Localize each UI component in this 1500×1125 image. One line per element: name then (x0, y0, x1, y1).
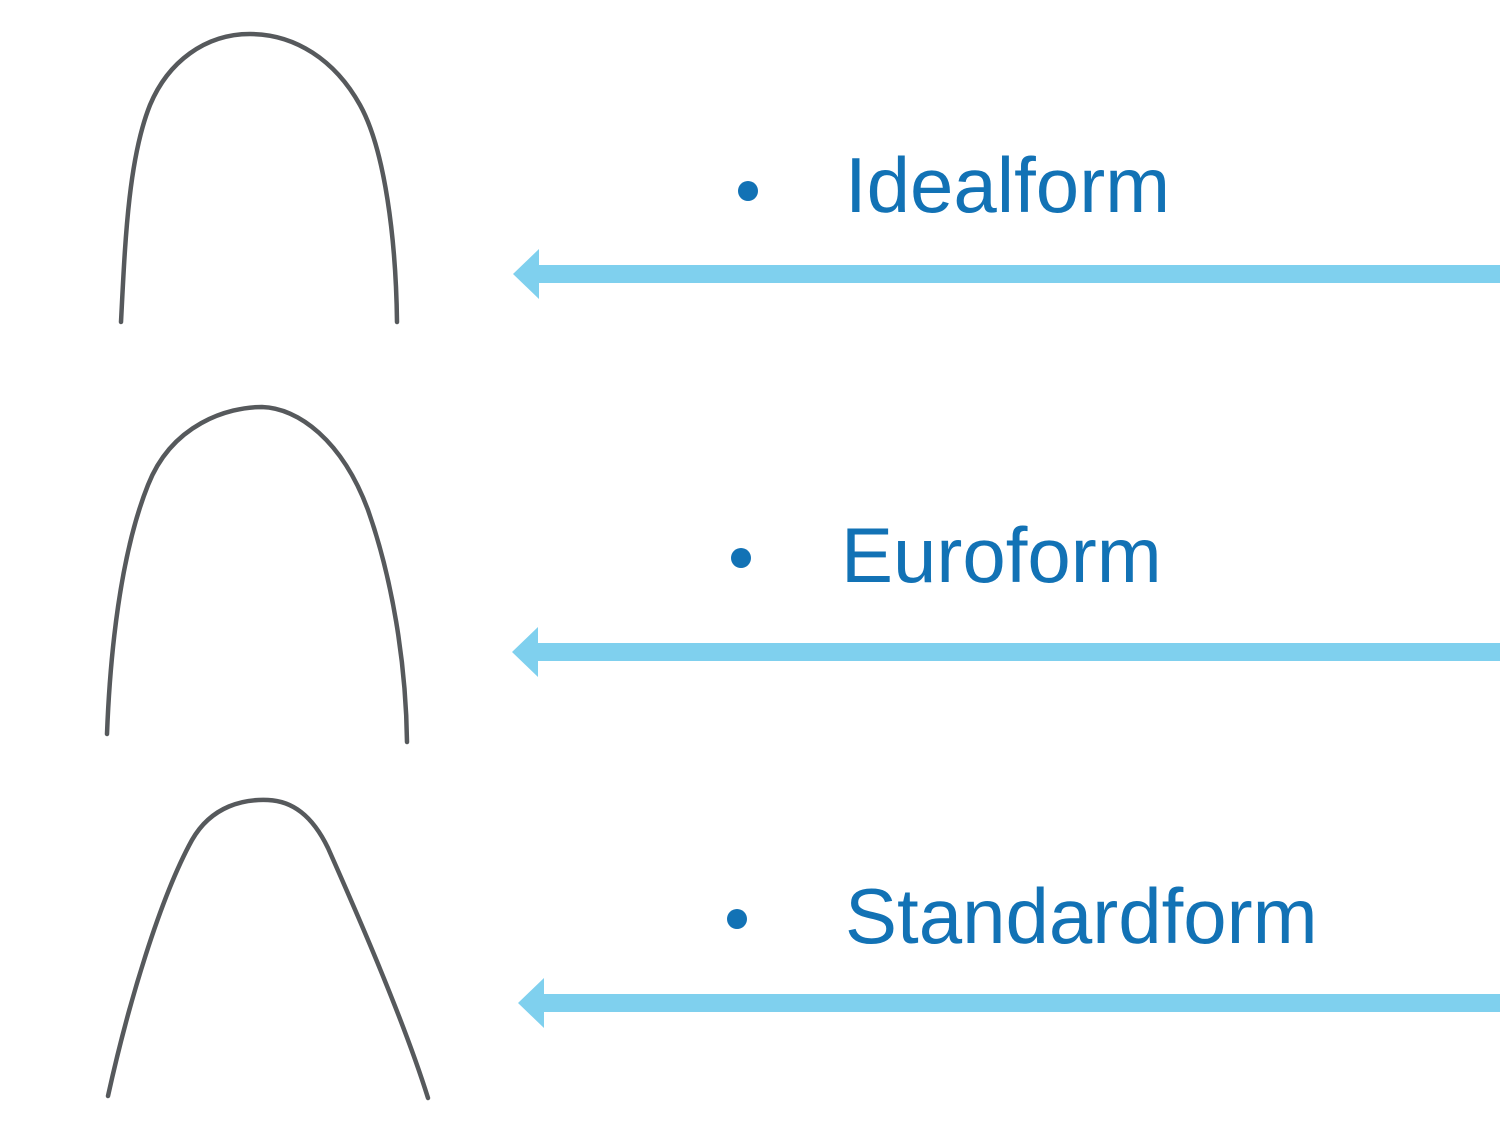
left-arrow-icon-standardform (518, 978, 1500, 1028)
left-arrow-icon-euroform (512, 627, 1500, 677)
euroform-archwire-icon (104, 404, 410, 745)
standardform-label: Standardform (845, 872, 1318, 960)
left-arrow-shape (518, 978, 1500, 1028)
left-arrow-shape (513, 249, 1500, 299)
bullet-icon (727, 909, 747, 929)
bullet-icon (738, 181, 758, 201)
euroform-label: Euroform (841, 511, 1162, 599)
bullet-icon (731, 548, 751, 568)
idealform-label: Idealform (845, 141, 1171, 229)
idealform-archwire-icon (118, 31, 400, 325)
standardform-archwire-icon (105, 797, 431, 1101)
left-arrow-icon-idealform (513, 249, 1500, 299)
left-arrow-shape (512, 627, 1500, 677)
